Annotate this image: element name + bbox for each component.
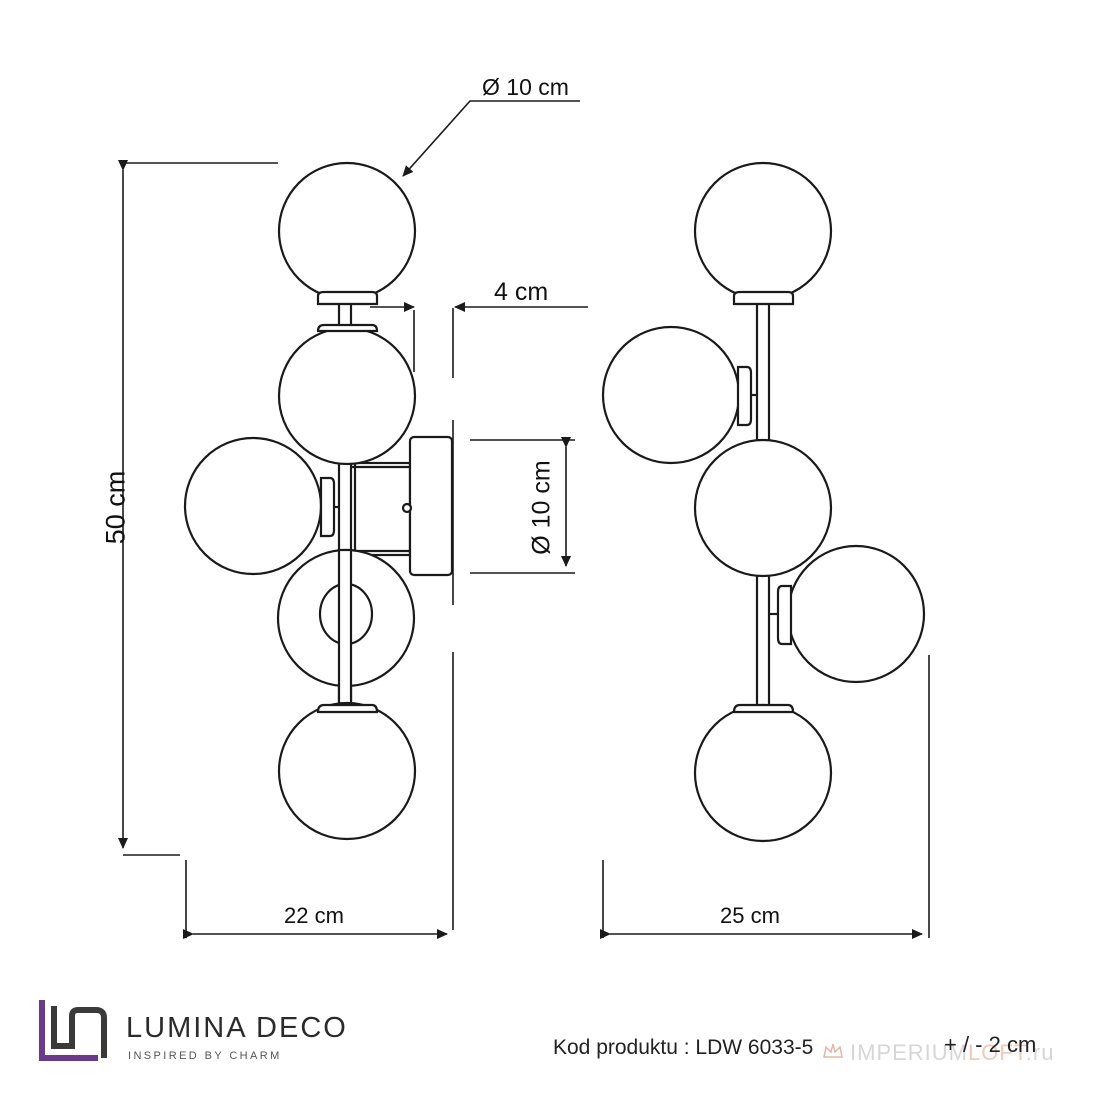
sphere-holder [316,290,379,306]
glass-sphere [601,325,741,465]
front-width-label: 22 cm [284,903,344,928]
depth-label: 4 cm [494,278,549,306]
glass-sphere [183,436,323,576]
lumina-deco-logo-icon [39,1000,107,1061]
glass-sphere [277,161,417,301]
sphere-holder [732,290,795,306]
glass-sphere [277,326,417,466]
top-sphere-diameter-label: Ø 10 cm [482,74,569,100]
glass-sphere [693,161,833,301]
sphere-holder [316,703,379,714]
plate-diameter-label: Ø 10 cm [527,460,556,555]
watermark-suffix: .ru [1025,1040,1055,1065]
watermark-highlight: LOFT [968,1040,1026,1065]
height-label: 50 cm [100,470,131,545]
product-code: Kod produktu : LDW 6033-5 [553,1036,814,1059]
side-view [601,161,926,843]
sphere-holder [776,584,793,646]
watermark: IMPERIUMLOFT.ru [828,1040,1054,1066]
brand-name: LUMINA DECO [126,1012,348,1044]
watermark-crown-icon [823,1043,843,1058]
front-view [183,161,454,841]
glass-sphere [693,438,833,578]
size-tolerance: + / - 2 cm [944,1032,1037,1057]
sphere-holder [732,703,795,714]
sphere-holder [316,323,379,333]
glass-sphere [277,701,417,841]
brand-tagline: INSPIRED BY CHARM [128,1050,282,1062]
sphere-holder [319,476,336,538]
mount-arm [353,461,412,557]
wall-plate [408,435,454,577]
glass-sphere [786,544,926,684]
glass-sphere [693,703,833,843]
sphere-holder [736,365,753,427]
watermark-prefix: IMPERIUM [850,1040,968,1065]
side-width-label: 25 cm [720,903,780,928]
dimension-lines [118,100,930,939]
